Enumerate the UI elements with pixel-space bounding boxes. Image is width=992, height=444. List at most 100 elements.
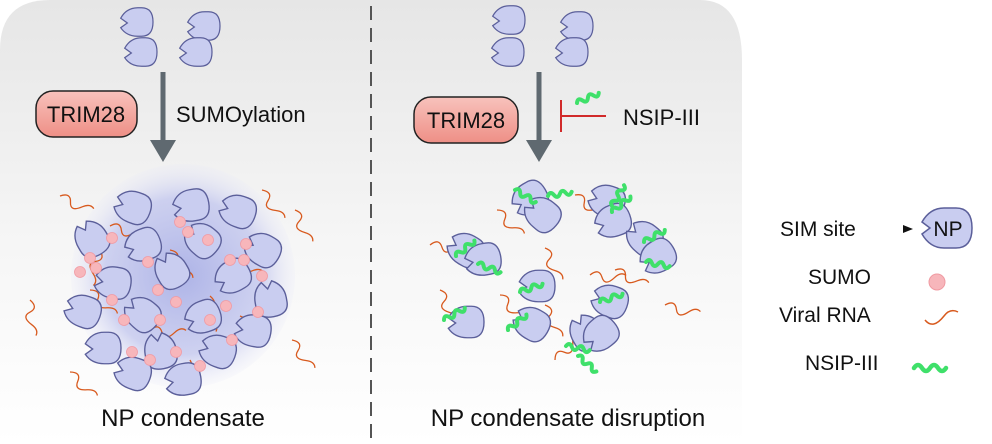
nsip-iii-inhibitor-label: NSIP-III xyxy=(623,105,700,130)
viral-rna-strand xyxy=(69,371,99,396)
sumo-dot xyxy=(84,252,96,264)
np-protein xyxy=(639,237,678,274)
trim28-box-left xyxy=(35,90,138,138)
sumo-dot xyxy=(126,346,138,358)
np-protein xyxy=(186,11,221,41)
np-protein xyxy=(119,7,154,37)
np-protein xyxy=(84,331,122,365)
legend-np-label: NP xyxy=(933,218,962,241)
viral-rna-strand xyxy=(614,268,650,284)
nsip-iii-peptide xyxy=(476,260,503,276)
np-protein xyxy=(178,37,213,67)
nsip-iii-peptide xyxy=(609,194,633,214)
trim28-label-left: TRIM28 xyxy=(47,102,125,127)
np-protein xyxy=(154,252,191,291)
viral-rna-strand xyxy=(89,249,103,286)
sumo-icon xyxy=(928,273,946,291)
legend-sumo-label: SUMO xyxy=(808,266,871,289)
np-protein xyxy=(74,220,111,259)
nsip-iii-peptide xyxy=(442,306,467,322)
sumo-dot xyxy=(174,216,186,228)
np-protein xyxy=(554,37,589,67)
np-protein xyxy=(582,314,620,352)
sim-site-pointer-icon xyxy=(903,225,913,233)
sumo-dot xyxy=(252,306,264,318)
np-protein xyxy=(113,356,153,392)
sumo-dot xyxy=(170,346,182,358)
nsip-iii-peptide xyxy=(644,258,672,271)
sumo-dot xyxy=(202,234,214,246)
sumo-dot xyxy=(182,226,194,238)
nsip-iii-peptide xyxy=(598,291,625,304)
sumo-dot xyxy=(170,296,182,308)
nsip-iii-peptide xyxy=(575,90,601,105)
sumo-dot xyxy=(144,354,156,366)
sumo-dot xyxy=(224,254,236,266)
sumo-dot xyxy=(154,314,166,326)
np-protein xyxy=(254,279,288,318)
viral-rna-strand xyxy=(496,209,526,234)
sumo-dot xyxy=(118,314,130,326)
caption-left: NP condensate xyxy=(101,405,265,432)
sumo-dot xyxy=(106,232,118,244)
sumo-dot xyxy=(240,238,252,250)
nsip-iii-peptide xyxy=(609,183,627,208)
legend-nsip-iii-label: NSIP-III xyxy=(805,352,879,375)
sumo-dot xyxy=(204,314,216,326)
viral-rna-strand xyxy=(25,299,38,336)
inhibition-symbol xyxy=(560,100,606,132)
np-protein xyxy=(123,226,163,262)
nsip-iii-icon xyxy=(911,362,949,374)
trim28-box-right xyxy=(413,96,519,144)
viral-rna-strand xyxy=(59,194,95,210)
caption-right: NP condensate disruption xyxy=(431,405,705,432)
np-protein xyxy=(523,196,562,234)
np-protein xyxy=(512,306,552,343)
nsip-iii-peptide xyxy=(505,312,529,332)
legend: SIM site NP SUMO Viral RNA NSIP-III xyxy=(779,207,973,375)
nsip-iii-peptide xyxy=(453,238,477,258)
np-protein xyxy=(490,37,525,67)
nsip-iii-peptide xyxy=(564,342,592,355)
viral-rna-strand xyxy=(261,189,286,218)
legend-sim-site-label: SIM site xyxy=(780,218,856,241)
viral-rna-strand xyxy=(544,247,564,280)
np-protein xyxy=(447,305,485,339)
nsip-iii-peptide xyxy=(546,188,574,199)
viral-rna-icon xyxy=(924,309,959,325)
sumo-dot xyxy=(90,262,102,274)
np-protein-icon xyxy=(921,207,973,249)
np-protein xyxy=(233,314,272,348)
sumo-dot xyxy=(226,334,238,346)
nsip-iii-peptide xyxy=(518,281,545,294)
sumo-dot xyxy=(238,254,250,266)
viral-rna-strand xyxy=(294,209,314,242)
sumo-layer xyxy=(74,216,268,372)
np-protein xyxy=(163,362,202,396)
disruption-arrow xyxy=(526,72,552,162)
legend-viral-rna-label: Viral RNA xyxy=(779,304,871,327)
nsip-iii-peptide xyxy=(576,353,599,374)
np-protein xyxy=(63,294,103,330)
np-protein xyxy=(593,202,633,238)
np-protein xyxy=(123,37,158,67)
np-protein xyxy=(113,190,153,226)
nsip-iii-peptide xyxy=(642,228,667,244)
sumoylation-label: SUMOylation xyxy=(176,102,306,127)
np-protein xyxy=(214,257,253,294)
nsip-iii-layer xyxy=(442,90,672,374)
sumo-dot xyxy=(152,284,164,296)
sumo-dot xyxy=(220,300,232,312)
sumo-dot xyxy=(74,266,86,278)
trim28-label-right: TRIM28 xyxy=(427,108,505,133)
viral-rna-strand xyxy=(291,339,316,368)
sumo-dot xyxy=(194,360,206,372)
np-protein xyxy=(93,266,132,300)
sumo-dot xyxy=(106,294,118,306)
np-protein xyxy=(559,11,594,41)
np-protein xyxy=(218,194,258,230)
viral-rna-strand xyxy=(664,302,701,316)
sumo-dot xyxy=(142,256,154,268)
sumo-dot xyxy=(256,270,268,282)
